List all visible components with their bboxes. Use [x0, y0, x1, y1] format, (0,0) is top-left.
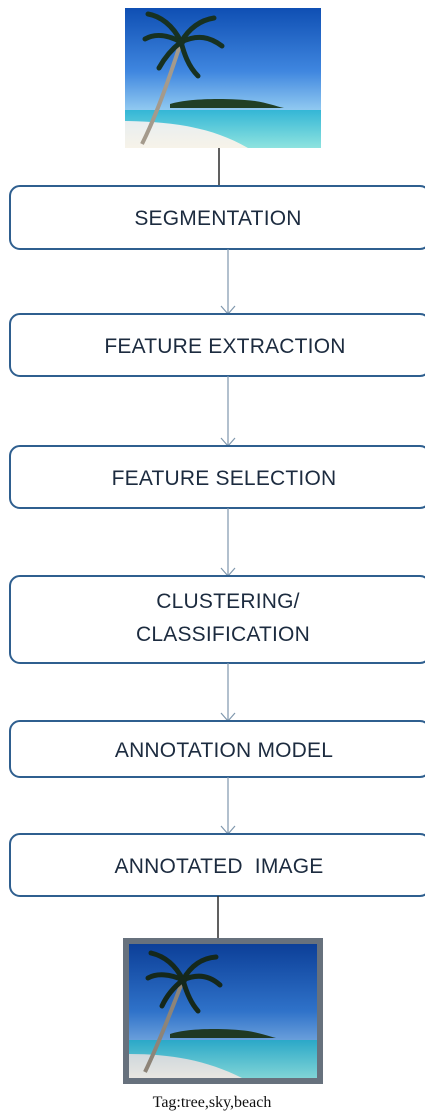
- process-step-1: SEGMENTATION: [9, 185, 425, 250]
- process-step-2-label-line-1: FEATURE EXTRACTION: [104, 335, 345, 358]
- process-step-4-label-line-1: CLUSTERING/: [156, 590, 299, 613]
- process-step-2: FEATURE EXTRACTION: [9, 313, 425, 377]
- process-step-5: ANNOTATION MODEL: [9, 720, 425, 778]
- process-step-6: ANNOTATED IMAGE: [9, 833, 425, 897]
- output-beach-image: [123, 938, 323, 1084]
- process-step-4: CLUSTERING/ CLASSIFICATION: [9, 575, 425, 664]
- process-step-4-label-line-2: CLASSIFICATION: [136, 623, 310, 646]
- process-step-3-label-line-1: FEATURE SELECTION: [112, 467, 337, 490]
- annotation-tags-caption: Tag:tree,sky,beach: [153, 1094, 272, 1111]
- input-beach-image: [125, 8, 321, 148]
- process-step-6-label-line-1: ANNOTATED IMAGE: [115, 855, 324, 878]
- process-step-5-label-line-1: ANNOTATION MODEL: [115, 739, 333, 762]
- process-step-3: FEATURE SELECTION: [9, 445, 425, 509]
- process-step-1-label-line-1: SEGMENTATION: [134, 207, 301, 230]
